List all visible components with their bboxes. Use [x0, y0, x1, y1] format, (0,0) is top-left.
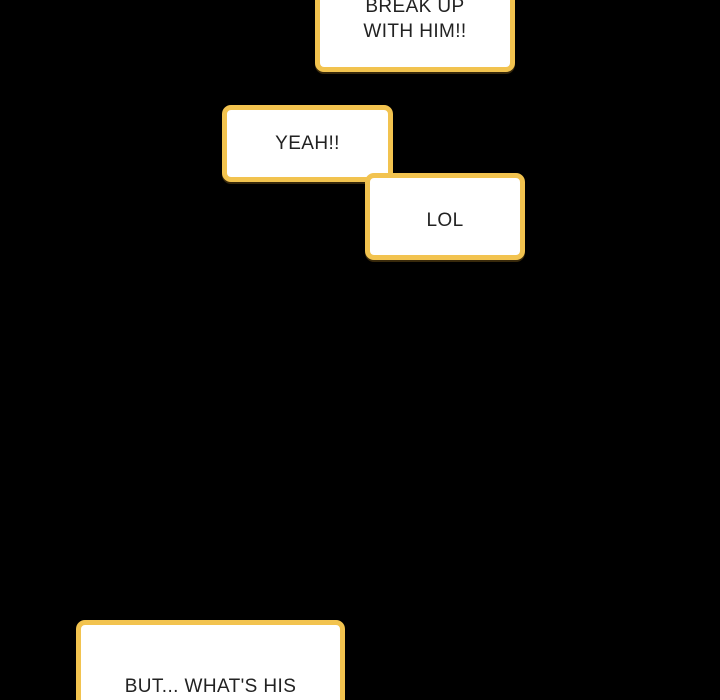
- speech-bubble-text-line: WITH HIM!!: [363, 21, 467, 42]
- speech-bubble-break-up: BREAK UP WITH HIM!!: [315, 0, 515, 72]
- speech-bubble-yeah: YEAH!!: [222, 105, 393, 182]
- speech-bubble-text-line: YEAH!!: [275, 133, 340, 154]
- speech-bubble-lol: LOL: [365, 173, 525, 260]
- speech-bubble-text-line: LOL: [426, 210, 464, 231]
- speech-bubble-but-whats-his: BUT... WHAT'S HIS: [76, 620, 345, 700]
- speech-bubble-text-line: BUT... WHAT'S HIS: [124, 676, 297, 697]
- speech-bubble-text-line: BREAK UP: [365, 0, 465, 17]
